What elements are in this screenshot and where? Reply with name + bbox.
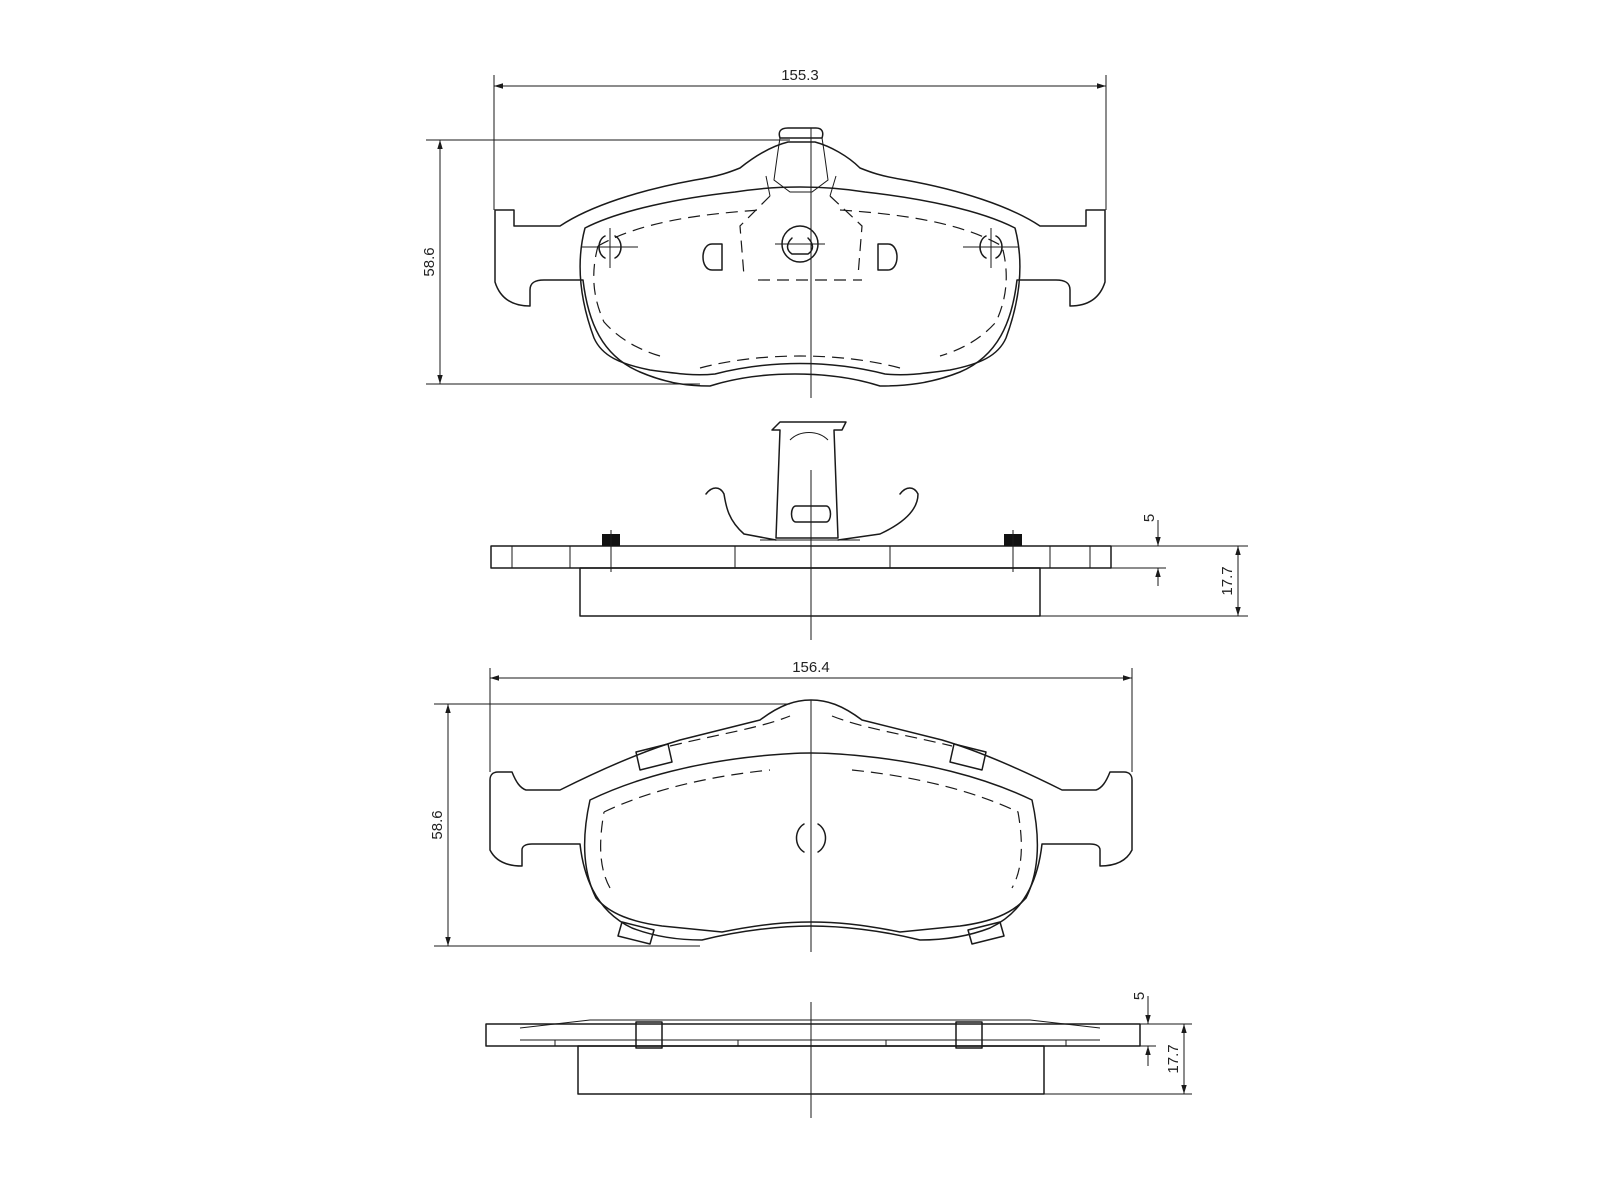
dimension-bottom-height: 58.6: [429, 703, 790, 947]
dimension-top-side: 5 17.7: [1040, 514, 1248, 617]
dimension-top-thickness-label: 5: [1141, 514, 1158, 522]
dimension-top-width-label: 155.3: [781, 67, 819, 84]
dimension-top-height: 58.6: [421, 139, 790, 385]
pad-front-view-bottom: [489, 699, 1133, 945]
dimension-top-width: 155.3: [493, 67, 1107, 210]
dimension-top-height-label: 58.6: [421, 247, 438, 276]
dimension-bottom-side: 5 17.7: [1044, 992, 1192, 1095]
pad-side-view-bottom: [485, 1019, 1141, 1095]
dimension-bottom-thickness-label: 5: [1131, 992, 1148, 1000]
pad-front-view-top: [494, 127, 1106, 387]
pad-side-view-top: [490, 421, 1112, 617]
dimension-bottom-total-label: 17.7: [1165, 1044, 1182, 1073]
dimension-top-total-label: 17.7: [1219, 566, 1236, 595]
dimension-bottom-height-label: 58.6: [429, 810, 446, 839]
dimension-bottom-width-label: 156.4: [792, 659, 830, 676]
dimension-bottom-width: 156.4: [489, 659, 1133, 772]
